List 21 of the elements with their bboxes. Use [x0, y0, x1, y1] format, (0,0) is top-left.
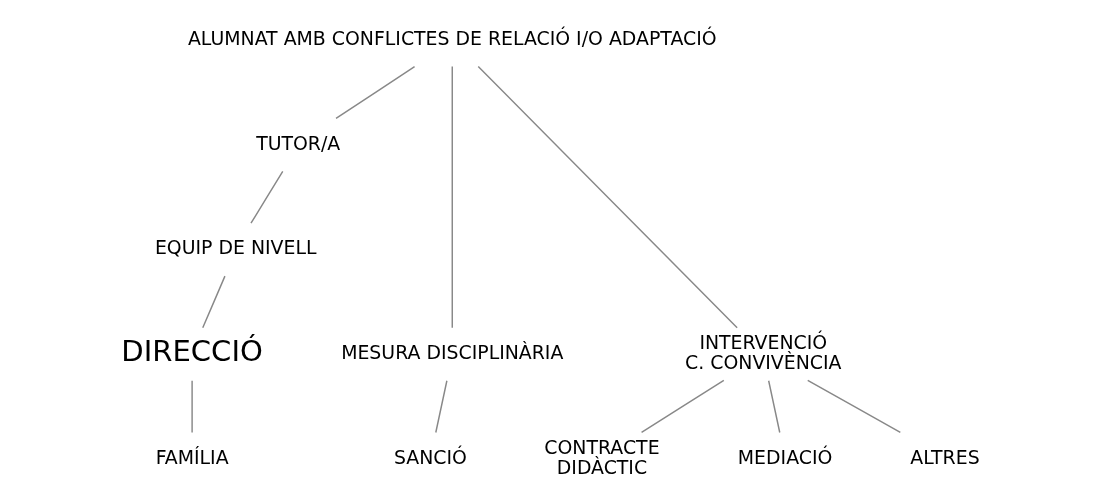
connector — [451, 65, 453, 329]
node-text: CONTRACTE DIDÀCTIC — [543, 435, 660, 478]
node-text: EQUIP DE NIVELL — [154, 236, 316, 259]
node-text: ALUMNAT AMB CONFLICTES DE RELACIÓ I/O ADAPTACIÓ — [187, 27, 717, 50]
connector — [767, 380, 780, 434]
connector — [334, 65, 415, 120]
node-text: SANCIÓ — [393, 445, 467, 468]
node-text: INTERVENCIÓ C. CONVIVÈNCIA — [684, 330, 841, 374]
connector — [190, 380, 193, 434]
connector — [434, 380, 448, 434]
connector — [201, 275, 226, 329]
connector — [640, 379, 725, 434]
connector — [477, 65, 738, 329]
connector — [806, 379, 901, 434]
node-text: DIRECCIÓ — [120, 334, 263, 369]
node-text: FAMÍLIA — [155, 445, 229, 468]
node-text: TUTOR/A — [255, 131, 340, 154]
node-text: ALTRES — [909, 445, 980, 468]
connector — [249, 170, 283, 224]
node-text: MEDIACIÓ — [737, 445, 832, 468]
node-text: MESURA DISCIPLINÀRIA — [340, 341, 563, 364]
